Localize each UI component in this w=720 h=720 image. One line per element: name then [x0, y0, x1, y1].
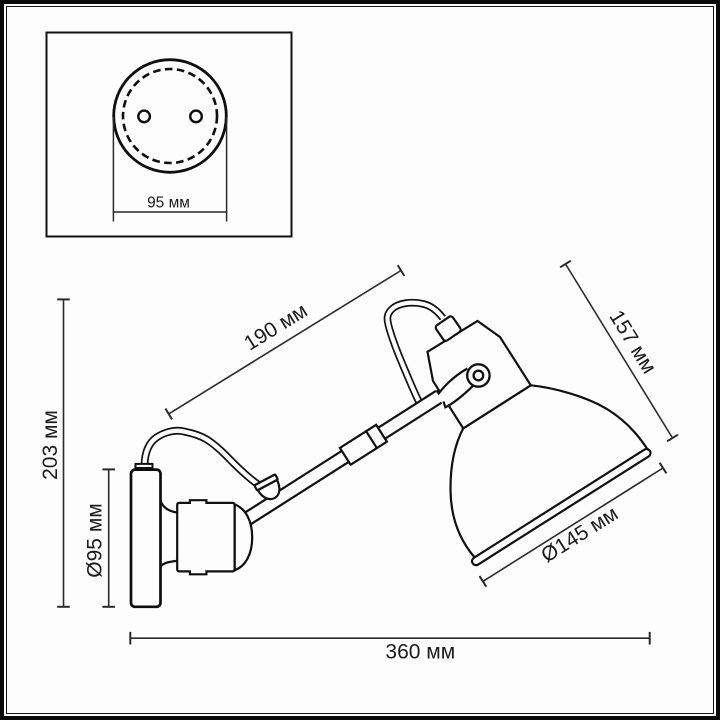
svg-text:203 мм: 203 мм: [39, 410, 62, 480]
svg-text:95 мм: 95 мм: [147, 194, 190, 211]
svg-text:Ø95 мм: Ø95 мм: [83, 503, 106, 577]
svg-text:360 мм: 360 мм: [385, 640, 455, 663]
